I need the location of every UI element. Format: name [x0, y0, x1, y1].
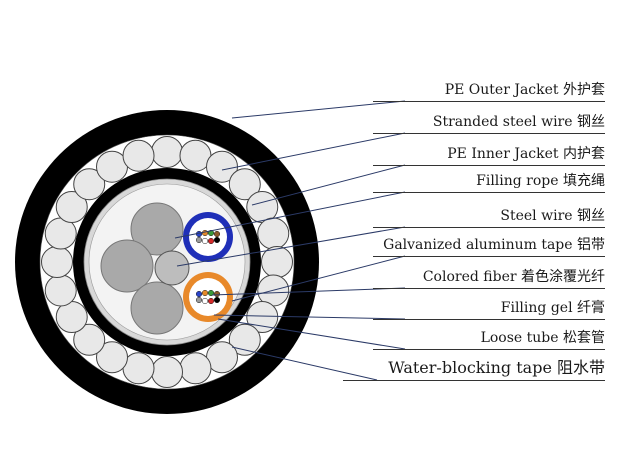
label-pe-inner-jacket: PE Inner Jacket 内护套 — [447, 146, 605, 162]
leader-line — [211, 287, 406, 296]
colored-fiber — [201, 289, 209, 297]
label-underline — [373, 227, 605, 228]
stranded-steel-wire — [179, 352, 212, 385]
stranded-steel-wire — [228, 323, 261, 356]
colored-fiber — [207, 229, 215, 237]
label-colored-fiber: Colored fiber 着色涂覆光纤 — [422, 269, 605, 285]
label-galvanized-aluminum-tape: Galvanized aluminum tape 铝带 — [383, 237, 605, 253]
label-underline — [373, 192, 605, 193]
colored-fiber — [213, 236, 221, 244]
colored-fiber — [213, 230, 221, 238]
stranded-steel-wire — [73, 168, 106, 201]
central-steel-wire — [154, 250, 190, 286]
label-underline — [373, 256, 605, 257]
leader-line — [217, 318, 406, 350]
label-filling-rope: Filling rope 填充绳 — [476, 173, 605, 189]
filling-rope — [100, 239, 154, 293]
label-underline — [373, 319, 605, 320]
filling-gel — [189, 278, 227, 316]
label-stranded-steel-wire: Stranded steel wire 钢丝 — [432, 114, 605, 130]
label-steel-wire: Steel wire 钢丝 — [500, 208, 605, 224]
label-underline — [373, 349, 605, 350]
label-underline — [373, 165, 605, 166]
colored-fiber — [195, 236, 203, 244]
colored-fiber — [207, 237, 215, 245]
label-loose-tube: Loose tube 松套管 — [480, 330, 605, 346]
colored-fiber — [195, 296, 203, 304]
label-underline — [373, 288, 605, 289]
colored-fiber — [213, 296, 221, 304]
leader-line — [176, 226, 406, 267]
colored-fiber — [213, 290, 221, 298]
label-underline — [373, 101, 605, 102]
leader-line — [213, 314, 406, 320]
label-underline — [343, 380, 605, 381]
colored-fiber — [201, 229, 209, 237]
label-filling-gel: Filling gel 纤膏 — [500, 300, 605, 316]
stranded-steel-wire — [44, 274, 77, 307]
leader-line — [231, 100, 406, 119]
colored-fiber — [207, 289, 215, 297]
colored-fiber — [201, 297, 209, 305]
colored-fiber — [201, 237, 209, 245]
leader-line — [221, 132, 406, 171]
stranded-steel-wire — [151, 356, 183, 388]
stranded-steel-wire — [257, 217, 290, 250]
stranded-steel-wire — [73, 323, 106, 356]
label-pe-outer-jacket: PE Outer Jacket 外护套 — [444, 82, 605, 98]
label-underline — [373, 133, 605, 134]
stranded-steel-wire — [122, 139, 155, 172]
stranded-steel-wire — [41, 246, 73, 278]
label-water-blocking-tape: Water-blocking tape 阻水带 — [388, 358, 605, 377]
stranded-steel-wire — [55, 191, 88, 223]
leader-line — [231, 346, 378, 381]
filling-gel — [189, 218, 227, 256]
colored-fiber — [207, 297, 215, 305]
filling-rope — [130, 202, 184, 256]
filling-rope — [130, 281, 184, 335]
colored-fiber — [195, 290, 203, 298]
leader-line — [251, 164, 406, 206]
stranded-steel-wire — [228, 168, 261, 201]
stranded-steel-wire — [96, 341, 128, 374]
stranded-steel-wire — [151, 136, 183, 168]
leader-line — [174, 191, 406, 239]
